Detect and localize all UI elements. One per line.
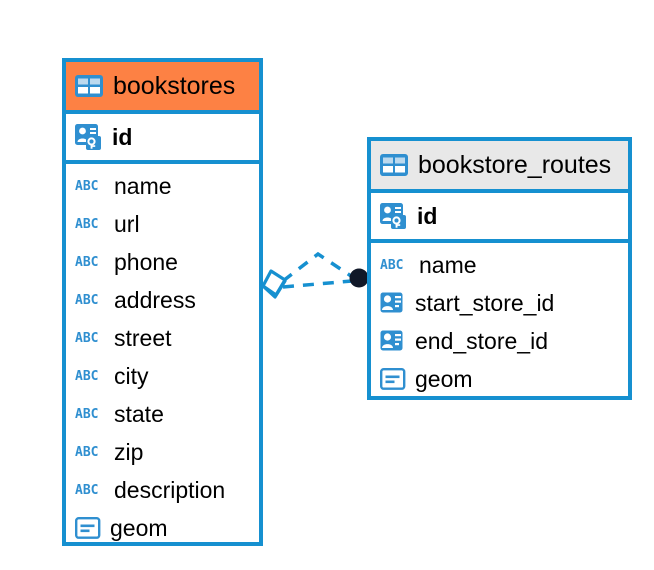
abc-text-icon: ABC bbox=[75, 482, 99, 498]
field-label: name bbox=[114, 172, 172, 199]
field-label: city bbox=[114, 362, 149, 389]
foreign-key-card-icon bbox=[380, 292, 406, 314]
abc-text-icon: ABC bbox=[75, 330, 99, 346]
foreign-key-card-icon bbox=[380, 330, 406, 352]
field-row-id[interactable]: id bbox=[371, 193, 628, 239]
entity-title: bookstores bbox=[113, 71, 236, 100]
field-label: zip bbox=[114, 438, 144, 465]
primary-key-section: id bbox=[371, 189, 628, 243]
primary-key-card-icon bbox=[380, 203, 408, 229]
entity-title: bookstore_routes bbox=[418, 150, 612, 179]
field-row-phone[interactable]: ABC phone bbox=[66, 243, 259, 281]
field-label: phone bbox=[114, 248, 178, 275]
relationship-line-lower bbox=[282, 279, 353, 289]
field-row-name[interactable]: ABC name bbox=[66, 167, 259, 205]
field-row-geom[interactable]: geom bbox=[66, 509, 259, 547]
field-label: geom bbox=[110, 514, 168, 541]
field-row-end-store-id[interactable]: end_store_id bbox=[371, 322, 628, 360]
fields-list: ABC name start_store_id bbox=[371, 243, 628, 398]
field-row-description[interactable]: ABC description bbox=[66, 471, 259, 509]
primary-key-section: id bbox=[66, 110, 259, 164]
geometry-icon bbox=[380, 368, 406, 390]
abc-text-icon: ABC bbox=[75, 216, 99, 232]
field-row-name[interactable]: ABC name bbox=[371, 246, 628, 284]
field-row-id[interactable]: id bbox=[66, 114, 259, 160]
geometry-icon bbox=[75, 517, 101, 539]
field-row-address[interactable]: ABC address bbox=[66, 281, 259, 319]
field-label: name bbox=[419, 251, 477, 278]
field-label: end_store_id bbox=[415, 327, 548, 354]
field-row-geom[interactable]: geom bbox=[371, 360, 628, 398]
entity-header-bookstores[interactable]: bookstores bbox=[66, 62, 259, 110]
field-row-url[interactable]: ABC url bbox=[66, 205, 259, 243]
abc-text-icon: ABC bbox=[75, 368, 99, 384]
table-grid-icon bbox=[75, 75, 103, 97]
field-label: id bbox=[112, 123, 133, 150]
field-row-city[interactable]: ABC city bbox=[66, 357, 259, 395]
field-label: address bbox=[114, 286, 196, 313]
field-row-state[interactable]: ABC state bbox=[66, 395, 259, 433]
abc-text-icon: ABC bbox=[75, 444, 99, 460]
field-label: start_store_id bbox=[415, 289, 555, 316]
abc-text-icon: ABC bbox=[75, 406, 99, 422]
fields-list: ABC name ABC url ABC phone ABC address A… bbox=[66, 164, 259, 547]
abc-text-icon: ABC bbox=[380, 257, 404, 273]
field-label: description bbox=[114, 476, 226, 503]
abc-text-icon: ABC bbox=[75, 254, 99, 270]
primary-key-card-icon bbox=[75, 124, 103, 150]
relationship-line-upper bbox=[281, 251, 355, 283]
abc-text-icon: ABC bbox=[75, 292, 99, 308]
entity-table-bookstore-routes[interactable]: bookstore_routes bbox=[367, 137, 632, 400]
field-label: geom bbox=[415, 365, 473, 392]
field-label: state bbox=[114, 400, 164, 427]
table-grid-icon bbox=[380, 154, 408, 176]
field-row-start-store-id[interactable]: start_store_id bbox=[371, 284, 628, 322]
abc-text-icon: ABC bbox=[75, 178, 99, 194]
field-row-street[interactable]: ABC street bbox=[66, 319, 259, 357]
entity-table-bookstores[interactable]: bookstores bbox=[62, 58, 263, 546]
field-row-zip[interactable]: ABC zip bbox=[66, 433, 259, 471]
field-label: id bbox=[417, 202, 438, 229]
relationship-target-circle-icon bbox=[349, 268, 369, 288]
field-label: url bbox=[114, 210, 140, 237]
field-label: street bbox=[114, 324, 172, 351]
relationship-source-diamond-icon bbox=[261, 269, 287, 299]
entity-header-bookstore-routes[interactable]: bookstore_routes bbox=[371, 141, 628, 189]
